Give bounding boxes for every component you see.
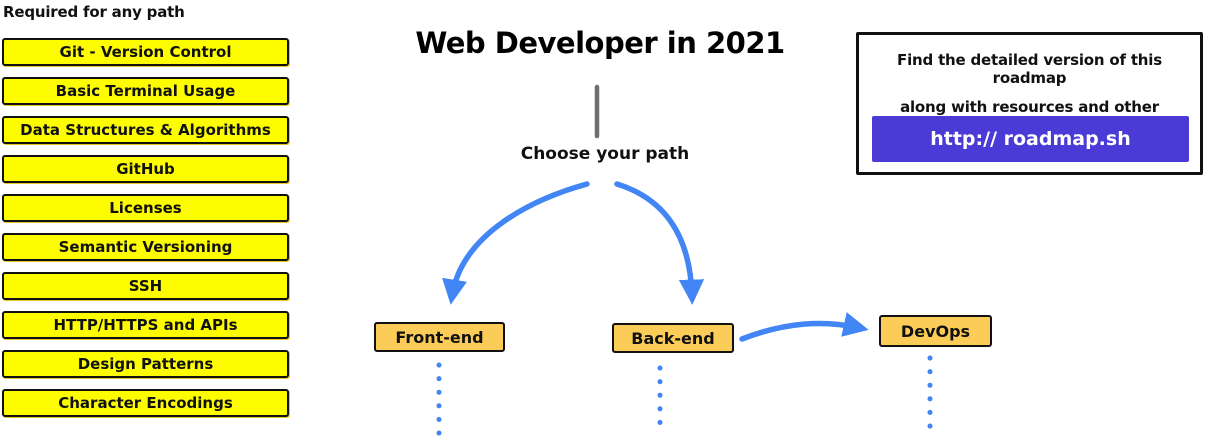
choose-your-path-label: Choose your path [520,144,690,164]
required-item-http-apis[interactable]: HTTP/HTTPS and APIs [2,311,289,339]
required-section-heading: Required for any path [3,3,185,21]
arrow-to-frontend [442,181,590,305]
required-item-char-encodings[interactable]: Character Encodings [2,389,289,417]
path-node-frontend[interactable]: Front-end [374,322,505,352]
roadmap-info-box: Find the detailed version of this roadma… [856,32,1203,175]
roadmap-url-button[interactable]: http:// roadmap.sh [872,116,1189,162]
required-item-ssh[interactable]: SSH [2,272,289,300]
path-node-devops[interactable]: DevOps [879,315,992,347]
info-box-line1: Find the detailed version of this roadma… [897,51,1162,87]
required-item-licenses[interactable]: Licenses [2,194,289,222]
required-item-git[interactable]: Git - Version Control [2,38,289,66]
required-items-list: Git - Version Control Basic Terminal Usa… [2,38,289,428]
required-item-design-patterns[interactable]: Design Patterns [2,350,289,378]
arrow-backend-to-devops [739,312,869,342]
required-item-dsa[interactable]: Data Structures & Algorithms [2,116,289,144]
required-item-semver[interactable]: Semantic Versioning [2,233,289,261]
required-item-terminal[interactable]: Basic Terminal Usage [2,77,289,105]
path-node-backend[interactable]: Back-end [612,323,734,353]
page-title: Web Developer in 2021 [415,26,785,60]
required-item-github[interactable]: GitHub [2,155,289,183]
arrow-to-backend [614,181,705,305]
